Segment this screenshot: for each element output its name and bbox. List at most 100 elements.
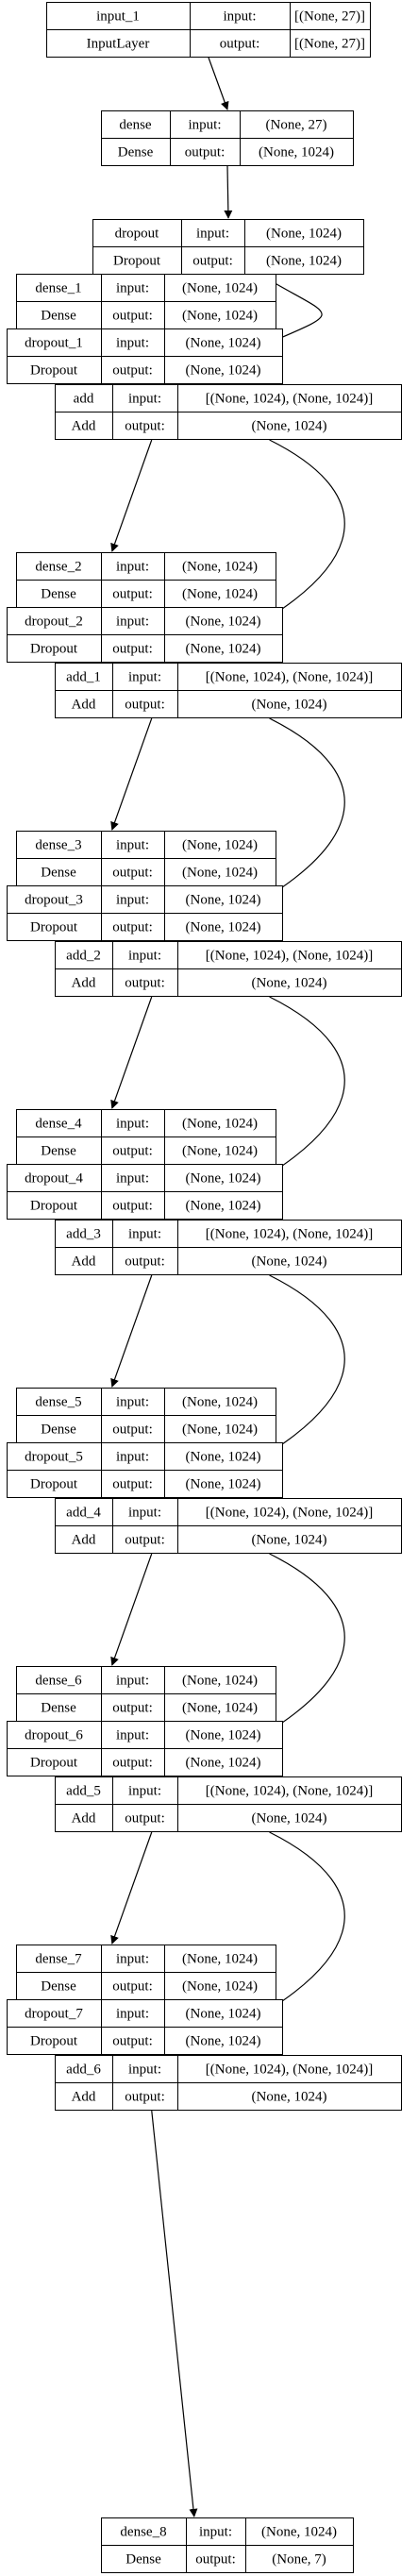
output-label: output: (125, 976, 165, 991)
output-shape: (None, 1024) (182, 1979, 258, 1995)
output-label: output: (220, 37, 260, 52)
layer-type: Dropout (30, 1756, 78, 1771)
output-shape: (None, 1024) (186, 642, 261, 657)
input-shape: (None, 1024) (182, 281, 258, 296)
layer-type: Dense (41, 1979, 76, 1995)
output-shape: (None, 1024) (252, 419, 327, 434)
input-shape: [(None, 1024), (None, 1024)] (206, 1506, 373, 1521)
layer-name: dropout_3 (25, 893, 83, 908)
layer-name: dense_8 (120, 2525, 166, 2540)
input-shape: (None, 1024) (186, 1171, 261, 1187)
output-shape: (None, 1024) (182, 587, 258, 602)
layer-type: Dense (41, 1423, 76, 1438)
edge-add-4-to-dense-6 (110, 1553, 153, 1666)
layer-name: add_3 (66, 1227, 101, 1242)
layer-name: dense_5 (35, 1395, 81, 1410)
input-label: input: (128, 1784, 161, 1799)
input-shape: (None, 1024) (182, 1952, 258, 1967)
input-shape: (None, 1024) (186, 615, 261, 630)
layer-name: dropout_5 (25, 1450, 83, 1465)
output-shape: (None, 1024) (252, 1533, 327, 1548)
output-shape: (None, 1024) (186, 363, 261, 379)
layer-type: Dropout (30, 920, 78, 935)
output-shape: (None, 1024) (182, 866, 258, 881)
output-shape: (None, 1024) (182, 1144, 258, 1159)
output-label: output: (112, 1199, 153, 1214)
layer-type: InputLayer (87, 37, 150, 52)
layer-type: Dropout (113, 254, 161, 269)
layer-type: Dense (41, 587, 76, 602)
output-label: output: (125, 1811, 165, 1827)
output-shape: (None, 1024) (252, 2090, 327, 2105)
layer-type: Dense (125, 2552, 161, 2568)
output-label: output: (112, 2034, 153, 2049)
layer-name: dropout_2 (25, 615, 83, 630)
input-label: input: (128, 670, 161, 685)
edge-dense-to-dropout (224, 165, 233, 219)
output-label: output: (125, 1254, 165, 1270)
input-label: input: (116, 336, 149, 351)
input-label: input: (116, 1450, 149, 1465)
input-label: input: (116, 1728, 149, 1743)
layer-type: Add (72, 698, 96, 713)
output-shape: (None, 1024) (252, 698, 327, 713)
output-shape: (None, 7) (272, 2552, 326, 2568)
output-label: output: (192, 254, 233, 269)
layer-type: Dropout (30, 363, 78, 379)
layer-type: Dropout (30, 1477, 78, 1492)
input-label: input: (128, 1227, 161, 1242)
output-shape: (None, 1024) (182, 309, 258, 324)
input-shape: [(None, 27)] (294, 9, 365, 25)
edge-add-3-to-dense-5 (110, 1274, 153, 1388)
output-label: output: (112, 309, 153, 324)
input-label: input: (116, 838, 149, 853)
layer-type: Add (72, 2090, 96, 2105)
output-label: output: (112, 1756, 153, 1771)
layer-type: Add (72, 1811, 96, 1827)
layer-type: Dense (41, 1701, 76, 1716)
layer-type: Dropout (30, 642, 78, 657)
input-label: input: (128, 1506, 161, 1521)
input-label: input: (196, 227, 229, 242)
output-label: output: (112, 920, 153, 935)
layer-name: add_2 (66, 949, 101, 964)
input-label: input: (223, 9, 256, 25)
output-shape: (None, 1024) (182, 1701, 258, 1716)
input-label: input: (116, 615, 149, 630)
layer-name: dropout_6 (25, 1728, 83, 1743)
output-label: output: (112, 363, 153, 379)
output-label: output: (112, 642, 153, 657)
layer-type: Dropout (30, 2034, 78, 2049)
output-shape: (None, 1024) (186, 1199, 261, 1214)
layer-type: Dense (41, 309, 76, 324)
layer-name: dense_4 (35, 1117, 82, 1132)
input-label: input: (116, 560, 149, 575)
output-shape: (None, 1024) (266, 254, 342, 269)
layer-name: dropout_4 (25, 1171, 83, 1187)
input-shape: (None, 1024) (182, 1674, 258, 1689)
layer-name: dropout (115, 227, 159, 242)
output-shape: (None, 1024) (252, 1811, 327, 1827)
layer-type: Dense (41, 1144, 76, 1159)
layer-type: Add (72, 1254, 96, 1270)
input-shape: (None, 1024) (182, 1395, 258, 1410)
input-shape: (None, 1024) (182, 1117, 258, 1132)
layer-type: Add (72, 976, 96, 991)
